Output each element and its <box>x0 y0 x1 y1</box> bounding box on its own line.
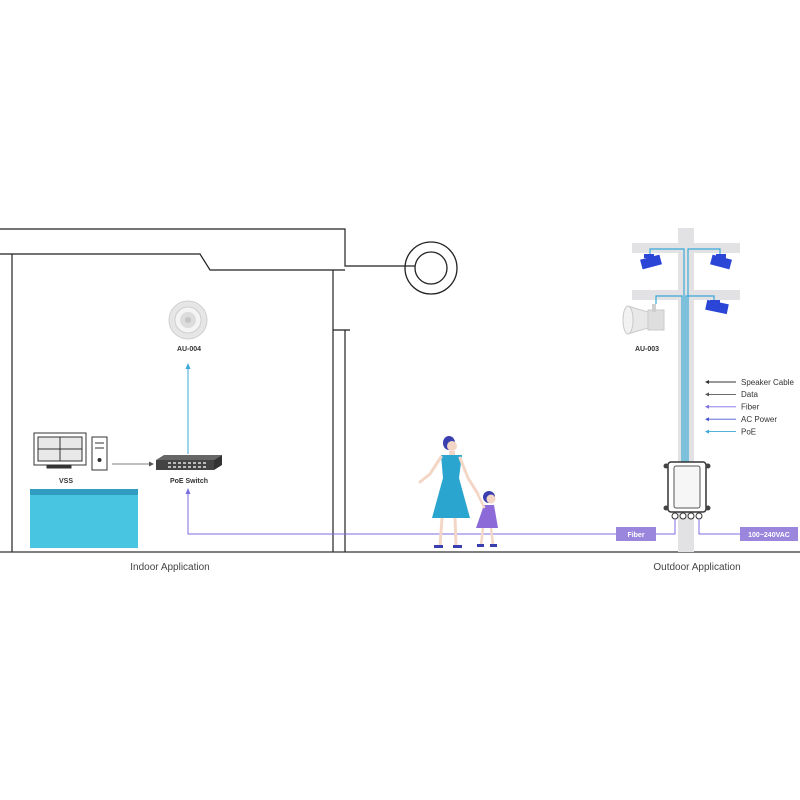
horn-speaker-label: AU-003 <box>635 346 659 353</box>
legend-item: PoE <box>705 427 756 436</box>
outdoor-cabinet-icon <box>663 461 711 520</box>
ceiling-speaker-label: AU-004 <box>177 346 201 353</box>
legend-label: Data <box>741 390 758 399</box>
arrow-poe-icon <box>705 429 736 434</box>
outdoor-section-label: Outdoor Application <box>653 562 740 573</box>
fiber-tag: Fiber <box>616 527 656 541</box>
poe-switch-label: PoE Switch <box>170 478 208 485</box>
camera-icon <box>705 299 729 315</box>
legend-label: Fiber <box>741 403 760 412</box>
legend-item: Speaker Cable <box>705 378 794 387</box>
fiber-link <box>187 492 616 535</box>
legend-item: Fiber <box>705 403 760 412</box>
power-tag: 100~240VAC <box>740 527 798 541</box>
svg-text:Fiber: Fiber <box>627 532 644 539</box>
arrow-fiber-icon <box>705 404 736 409</box>
ceiling-speaker-icon <box>168 300 208 340</box>
arrow-data-icon <box>705 392 736 397</box>
legend-item: Data <box>705 390 758 399</box>
building-outline <box>0 228 415 552</box>
cabinet-cables <box>656 519 740 535</box>
desk <box>30 489 138 548</box>
legend-label: PoE <box>741 427 756 436</box>
vss-workstation-icon <box>33 432 108 471</box>
vss-label: VSS <box>59 478 73 485</box>
pole-cables <box>649 248 721 462</box>
woman-figure <box>418 436 480 548</box>
child-figure <box>476 491 498 547</box>
horn-speaker-icon <box>622 304 665 335</box>
poe-link-indoor <box>185 363 191 454</box>
legend-label: Speaker Cable <box>741 378 794 387</box>
arrow-ac-power-icon <box>705 417 736 422</box>
data-link <box>112 461 154 467</box>
svg-text:100~240VAC: 100~240VAC <box>748 532 790 539</box>
camera-icon <box>710 254 732 270</box>
indoor-section-label: Indoor Application <box>130 562 210 573</box>
fiber-arrow-up <box>185 488 191 494</box>
poe-switch-icon <box>156 455 222 470</box>
legend-item: AC Power <box>705 415 777 424</box>
camera-icon <box>640 254 662 270</box>
legend-label: AC Power <box>741 415 777 424</box>
arrow-speaker-cable-icon <box>705 380 736 384</box>
circular-sign-icon <box>404 241 458 295</box>
